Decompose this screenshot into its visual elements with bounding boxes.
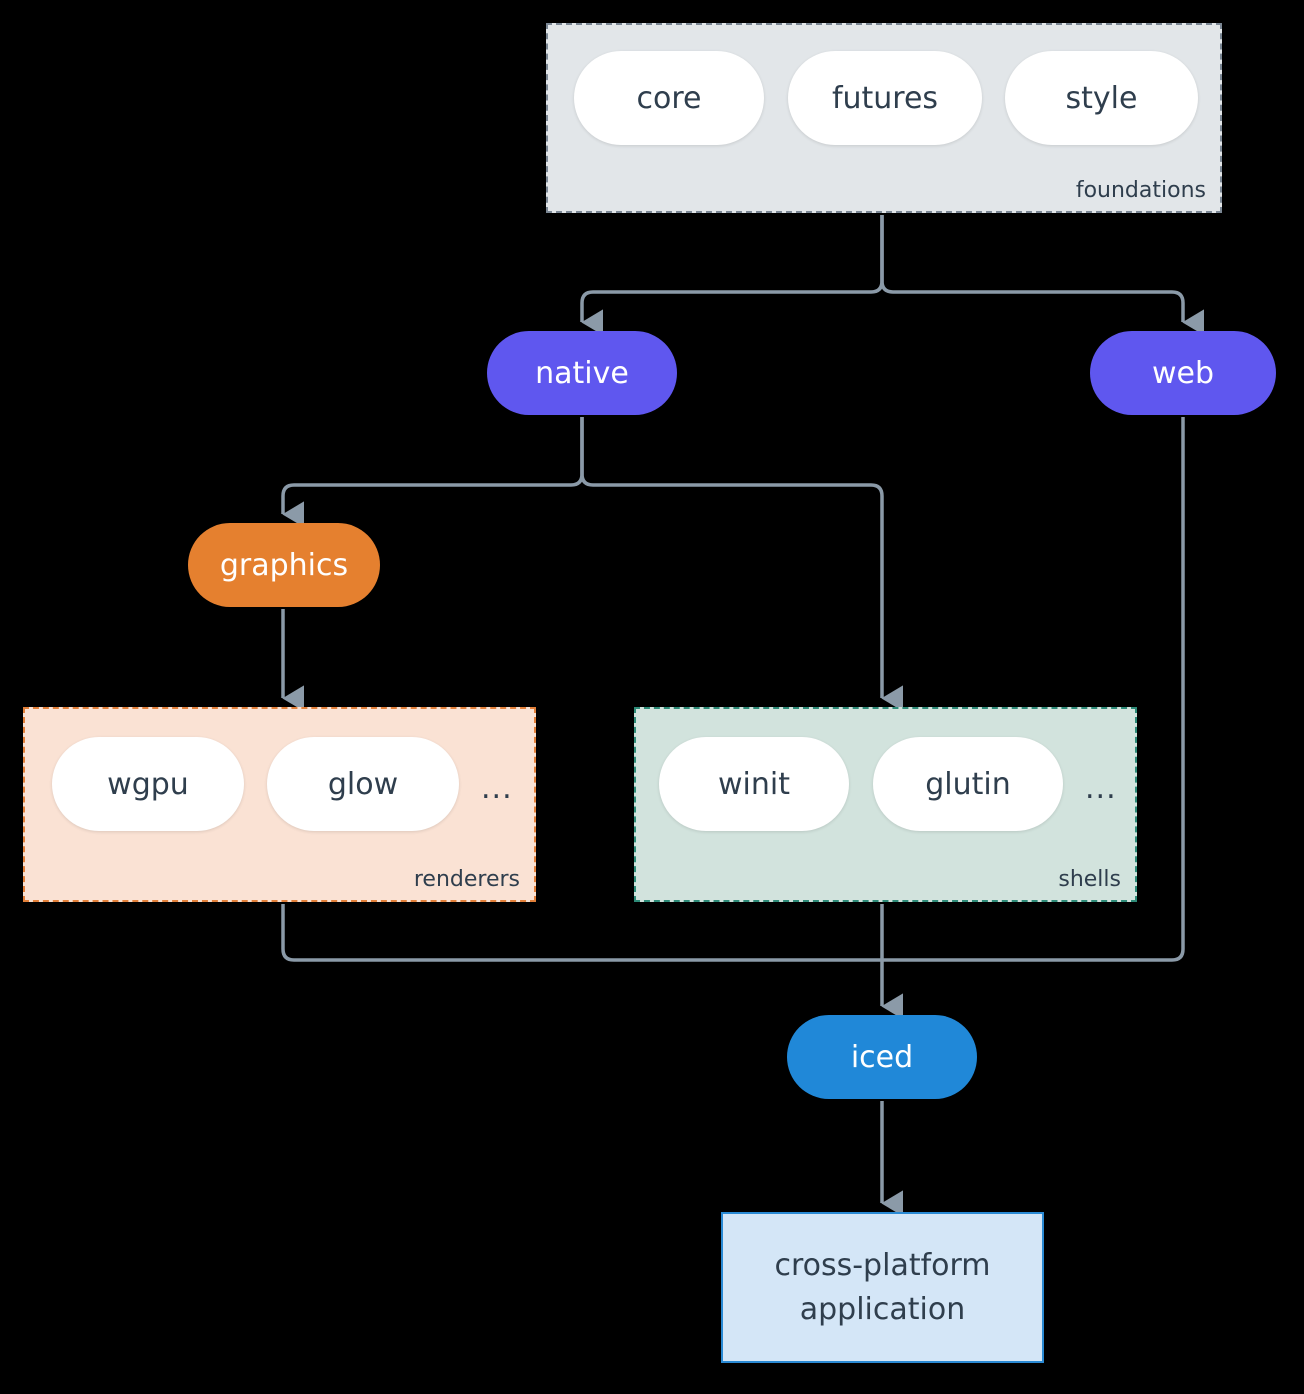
cluster-shells: winit glutin ... shells [634, 707, 1137, 902]
edge-foundations-web [880, 215, 1205, 336]
node-web[interactable]: web [1090, 331, 1276, 415]
node-web-label: web [1151, 355, 1215, 391]
node-wgpu-label: wgpu [107, 766, 189, 802]
application-line-2: application [799, 1291, 966, 1327]
node-glutin-label: glutin [925, 766, 1011, 802]
edge-foundations-native [580, 215, 884, 336]
cluster-shells-label: shells [1058, 867, 1121, 892]
node-glow-label: glow [327, 766, 399, 802]
renderers-ellipsis: ... [481, 771, 513, 806]
edge-native-graphics [281, 417, 584, 528]
node-style[interactable]: style [1005, 51, 1198, 145]
cluster-renderers-label: renderers [413, 867, 520, 892]
node-graphics[interactable]: graphics [188, 523, 380, 607]
application-line-1: cross-platform [774, 1248, 991, 1283]
shells-ellipsis: ... [1085, 771, 1117, 806]
node-core-label: core [636, 80, 702, 116]
node-style-label: style [1065, 80, 1138, 116]
edge-renderers-iced [281, 904, 882, 962]
node-wgpu[interactable]: wgpu [52, 737, 244, 831]
node-winit[interactable]: winit [659, 737, 849, 831]
node-glow[interactable]: glow [267, 737, 459, 831]
node-iced[interactable]: iced [787, 1015, 977, 1099]
edge-native-shells [580, 417, 904, 712]
node-winit-label: winit [718, 766, 790, 802]
node-cross-platform-application[interactable]: cross-platform application [721, 1212, 1044, 1363]
node-core[interactable]: core [574, 51, 764, 145]
node-native-label: native [535, 355, 629, 391]
cluster-foundations-label: foundations [1075, 178, 1206, 203]
node-futures[interactable]: futures [788, 51, 982, 145]
node-glutin[interactable]: glutin [873, 737, 1063, 831]
node-native[interactable]: native [487, 331, 677, 415]
node-graphics-label: graphics [219, 547, 349, 583]
cluster-renderers: wgpu glow ... renderers [23, 707, 536, 902]
cluster-foundations: core futures style foundations [546, 23, 1222, 213]
node-iced-label: iced [850, 1039, 914, 1075]
node-futures-label: futures [831, 80, 939, 116]
